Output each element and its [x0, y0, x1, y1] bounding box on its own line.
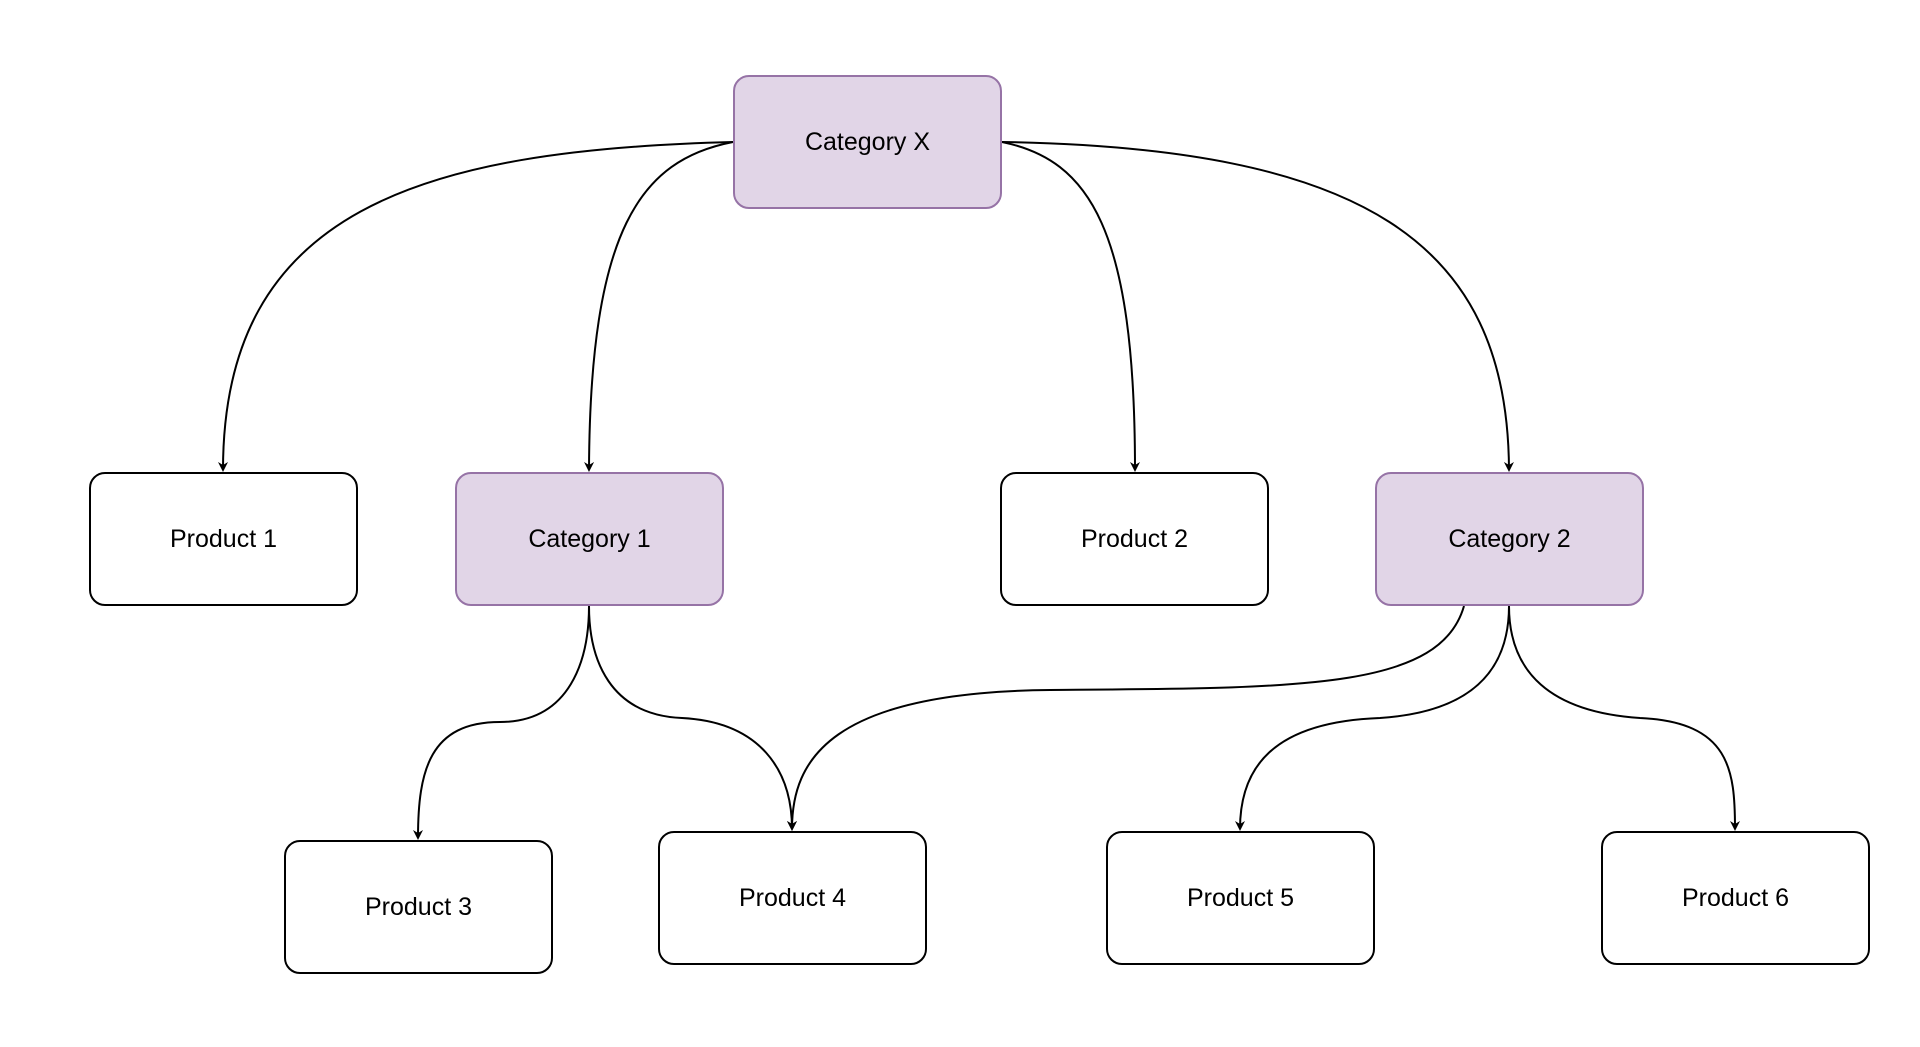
edge-category-x-to-category-2: [1001, 141, 1514, 472]
edge-category-2-to-product-6: [1508, 605, 1740, 831]
node-product-6: Product 6: [1601, 831, 1870, 965]
node-label: Product 4: [738, 883, 846, 912]
node-label: Category 2: [1448, 524, 1571, 553]
edge-category-2-to-product-5: [1235, 605, 1510, 831]
node-label: Product 3: [364, 892, 472, 921]
edge-category-x-to-product-1: [218, 141, 734, 472]
node-product-2: Product 2: [1000, 472, 1269, 606]
edge-category-x-to-product-2: [1001, 141, 1140, 472]
node-label: Product 1: [169, 524, 277, 553]
edge-category-1-to-product-4: [588, 605, 797, 831]
node-label: Category 1: [528, 524, 651, 553]
node-label: Category X: [804, 127, 931, 156]
edge-category-1-to-product-3: [413, 605, 590, 840]
node-label: Product 2: [1080, 524, 1188, 553]
node-category-1: Category 1: [455, 472, 724, 606]
edge-category-x-to-category-1: [584, 141, 734, 472]
node-product-5: Product 5: [1106, 831, 1375, 965]
edge-category-2-to-product-4: [787, 605, 1465, 831]
node-product-1: Product 1: [89, 472, 358, 606]
node-label: Product 5: [1186, 883, 1294, 912]
node-label: Product 6: [1681, 883, 1789, 912]
node-product-4: Product 4: [658, 831, 927, 965]
node-category-x: Category X: [733, 75, 1002, 209]
node-product-3: Product 3: [284, 840, 553, 974]
node-category-2: Category 2: [1375, 472, 1644, 606]
